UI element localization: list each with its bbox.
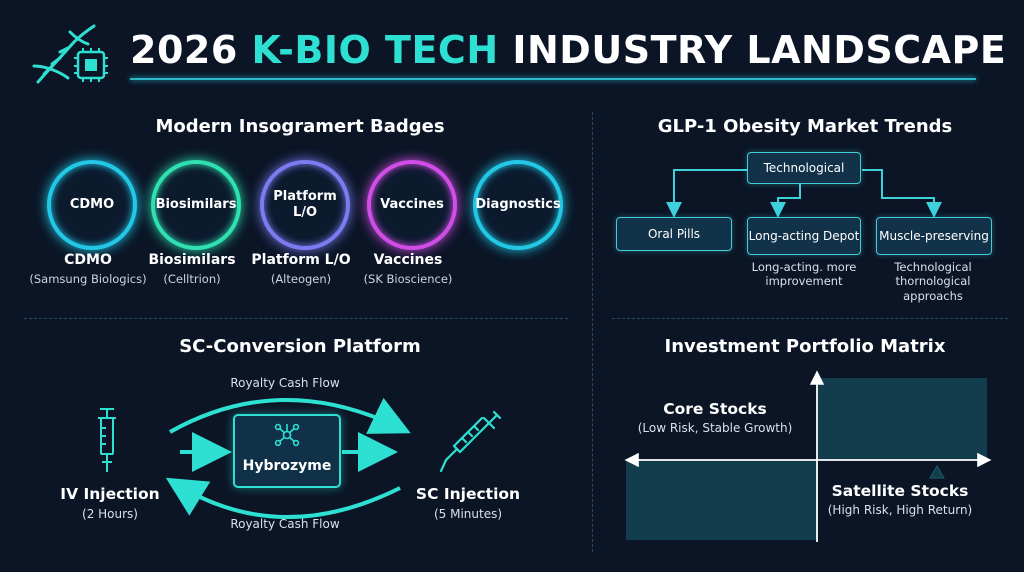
sc-section-title: SC-Conversion Platform	[179, 336, 421, 357]
sc-flow-arrows	[165, 397, 411, 519]
core-stocks-label: Core Stocks	[663, 400, 767, 418]
glp1-node-oral-pills: Oral Pills	[616, 217, 732, 251]
badge-circle-label: Biosimilars	[156, 197, 237, 213]
glp1-note-long-acting-line2: improvement	[765, 274, 843, 289]
dna-chip-icon	[32, 24, 108, 84]
title-rest: INDUSTRY LANDSCAPE	[512, 28, 1007, 72]
badge-circle-line2: L/O	[292, 205, 318, 220]
glp1-note-long-acting: Long-acting. more improvement	[740, 260, 868, 289]
badge-circle: Diagnostics	[473, 160, 563, 250]
glp1-root-node: Technological	[747, 152, 861, 184]
molecule-icon	[274, 423, 300, 447]
left-horizontal-divider	[24, 318, 568, 319]
badge-circle-line1: Vaccines	[380, 196, 444, 212]
satellite-stocks-sub: (High Risk, High Return)	[827, 503, 973, 517]
badge-name: Vaccines	[373, 252, 443, 268]
core-quadrant-fill	[626, 460, 817, 540]
badge-name: Platform L/O	[251, 252, 351, 268]
badge-circle-label: CDMO	[70, 197, 114, 213]
iv-injection-time: (2 Hours)	[82, 507, 138, 521]
iv-injection-label: IV Injection	[60, 485, 160, 503]
badge-company: (Samsung Biologics)	[29, 272, 147, 286]
glp1-section-title: GLP-1 Obesity Market Trends	[657, 116, 953, 137]
hybrozyme-label: Hybrozyme	[242, 458, 332, 474]
badge-company: (SK Bioscience)	[363, 272, 453, 286]
badge-name: Biosimilars	[148, 252, 236, 268]
badge-circle-line1: Biosimilars	[155, 196, 237, 212]
hybrozyme-box: Hybrozyme	[233, 414, 341, 488]
core-stocks-sub: (Low Risk, Stable Growth)	[637, 421, 793, 435]
syringe-vertical-icon	[98, 408, 116, 472]
badge-circle: Biosimilars	[151, 160, 241, 250]
title-underline	[130, 78, 976, 80]
sc-injection-label: SC Injection	[415, 485, 521, 503]
satellite-quadrant-fill	[817, 378, 987, 460]
portfolio-section-title: Investment Portfolio Matrix	[664, 336, 946, 357]
glp1-note-muscle-line1: Technological	[894, 260, 972, 274]
title-year: 2026	[130, 28, 238, 72]
badge-circle-label: Vaccines	[380, 197, 444, 213]
glp1-note-long-acting-line1: Long-acting. more	[751, 260, 857, 274]
badge-company: (Alteogen)	[270, 272, 332, 286]
glp1-note-muscle-line3: approachs	[903, 288, 963, 303]
right-horizontal-divider	[612, 318, 1008, 319]
glp1-note-muscle-line2: thornological	[895, 274, 971, 289]
vertical-divider	[592, 112, 593, 552]
sc-injection-time: (5 Minutes)	[433, 507, 503, 521]
satellite-stocks-label: Satellite Stocks	[831, 482, 969, 500]
badge-circle-label: Diagnostics	[475, 197, 560, 213]
page-title: 2026 K-BIO TECH INDUSTRY LANDSCAPE	[130, 28, 1006, 72]
badge-circle: CDMO	[47, 160, 137, 250]
royalty-flow-bottom: Royalty Cash Flow	[230, 517, 340, 531]
badge-circle: Vaccines	[367, 160, 457, 250]
badges-section-title: Modern Insogramert Badges	[155, 116, 445, 137]
glp1-node-muscle-preserving: Muscle-preserving	[876, 217, 992, 255]
glp1-node-long-acting-depot: Long-acting Depot	[747, 217, 861, 255]
badge-name: CDMO	[64, 252, 112, 268]
badge-circle-line1: Diagnostics	[475, 196, 561, 212]
syringe-diagonal-icon	[439, 410, 502, 473]
badge-circle-line1: Platform	[273, 188, 337, 204]
glp1-connectors	[666, 169, 942, 218]
portfolio-axes	[624, 370, 992, 542]
title-accent: K-BIO TECH	[251, 28, 499, 72]
glp1-note-muscle: Technological thornological approachs	[868, 260, 998, 303]
badge-company: (Celltrion)	[163, 272, 221, 286]
royalty-flow-top: Royalty Cash Flow	[230, 376, 340, 390]
badge-circle-line1: CDMO	[69, 196, 115, 212]
